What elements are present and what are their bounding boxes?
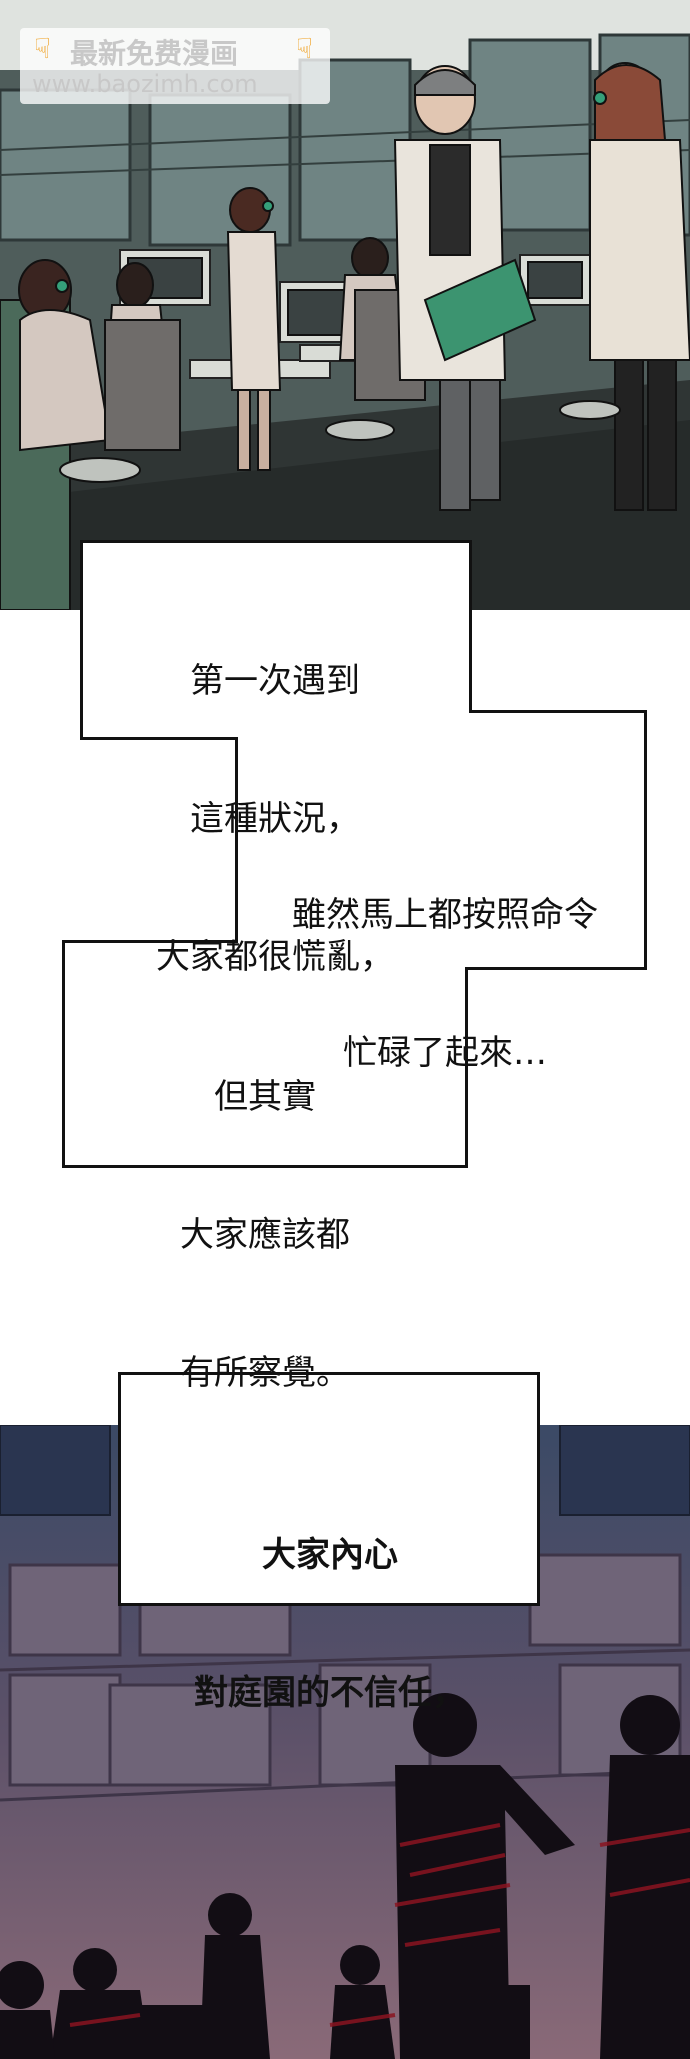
narration-box-2: 雖然馬上都按照命令 忙碌了起來… — [250, 800, 640, 1122]
narration-line: 大家應該都 — [180, 1215, 350, 1255]
narration-line: 這種狀況， — [190, 799, 360, 839]
narration-box-4: 大家內心 對庭園的不信任， — [130, 1440, 530, 1762]
narration-line: 雖然馬上都按照命令 — [292, 895, 598, 935]
watermark: ☟ 最新免费漫画 ☟ www.baozimh.com — [20, 28, 330, 104]
lab-scene-illustration — [0, 0, 690, 610]
narration-box-1: 第一次遇到 這種狀況， 大家都很慌亂， — [100, 566, 450, 1026]
caption-box-4 — [118, 1372, 540, 1606]
narration-line: 大家都很慌亂， — [156, 937, 394, 977]
narration-line: 對庭園的不信任， — [194, 1673, 466, 1713]
narration-line: 第一次遇到 — [190, 661, 360, 701]
narration-line: 忙碌了起來… — [343, 1033, 547, 1073]
pointing-hand-icon: ☟ — [34, 32, 52, 65]
narration-box-3: 但其實 大家應該都 有所察覺。 — [120, 982, 410, 1442]
narration-line: 有所察覺。 — [180, 1353, 350, 1393]
comic-panel-lab-scene — [0, 0, 690, 610]
narration-line: 大家內心 — [262, 1535, 398, 1575]
watermark-title: 最新免费漫画 — [70, 37, 239, 70]
watermark-url: www.baozimh.com — [32, 70, 258, 98]
pointing-hand-icon: ☟ — [296, 32, 314, 65]
narration-line: 但其實 — [214, 1077, 316, 1117]
